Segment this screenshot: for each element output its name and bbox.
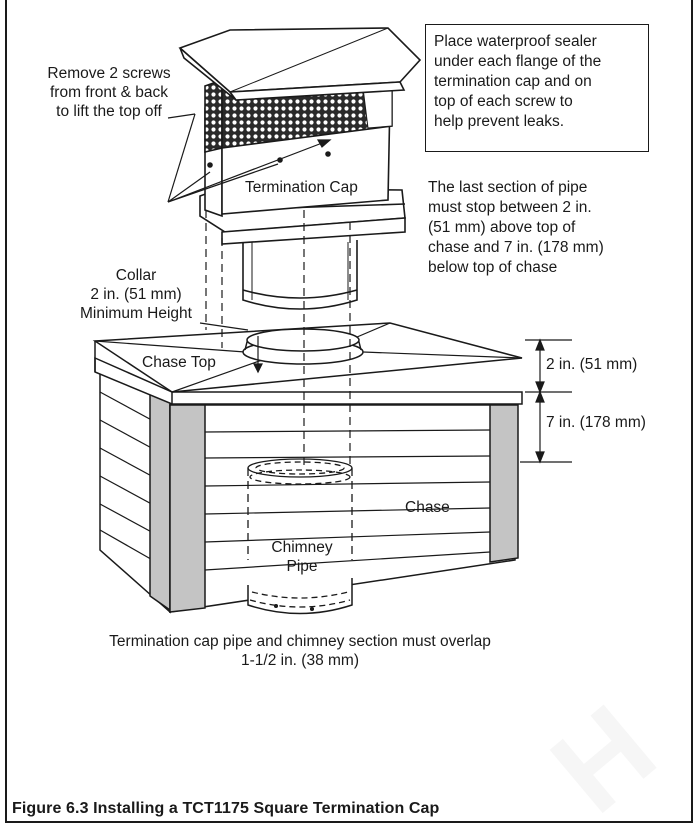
chimney-pipe-label: Chimney Pipe: [271, 539, 333, 575]
chase-top-label: Chase Top: [142, 354, 216, 371]
chase-corner-post-left-rear: [149, 382, 171, 612]
overlap-note: Termination cap pipe and chimney section…: [109, 633, 491, 669]
figure-caption: Figure 6.3 Installing a TCT1175 Square T…: [12, 800, 440, 817]
collar-label: Collar 2 in. (51 mm) Minimum Height: [80, 267, 192, 322]
chase-corner-post-front-left: [169, 404, 206, 613]
annotation-lines: [167, 113, 572, 470]
sealer-note-box: Place waterproof sealer under each flang…: [425, 24, 649, 152]
chase-label: Chase: [405, 499, 450, 516]
cap-pipe: [242, 240, 358, 310]
chase-box: [99, 363, 519, 614]
collar: [242, 328, 364, 365]
chase-corner-post-front-right: [489, 404, 519, 563]
termination-cap: [178, 27, 422, 310]
screw-icon: [325, 151, 331, 157]
last-section-note: The last section of pipe must stop betwe…: [428, 179, 604, 276]
screw-icon: [207, 162, 213, 168]
dimension-2in-label: 2 in. (51 mm): [546, 356, 638, 373]
remove-screws-label: Remove 2 screws from front & back to lif…: [47, 65, 171, 120]
chimney-pipe: [247, 458, 353, 615]
termination-cap-label: Termination Cap: [245, 179, 358, 196]
dimension-7in-label: 7 in. (178 mm): [546, 414, 646, 431]
